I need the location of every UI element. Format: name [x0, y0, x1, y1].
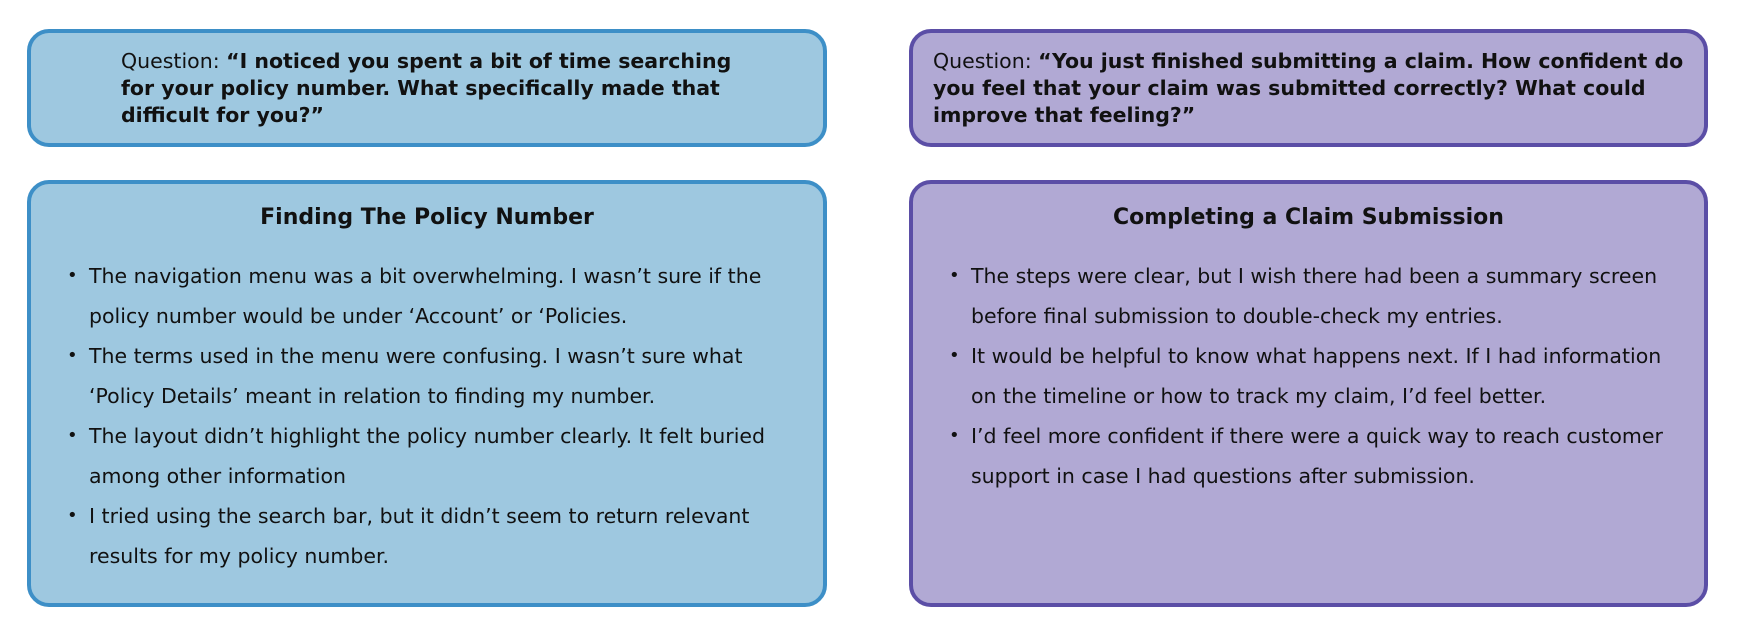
bullet-icon: •	[949, 425, 960, 446]
bullet-icon: •	[67, 265, 78, 286]
left-question-prefix: Question:	[121, 48, 227, 73]
left-question-quote: “I noticed you spent a bit of time searc…	[121, 48, 732, 127]
bullet-icon: •	[949, 265, 960, 286]
list-item: • The navigation menu was a bit overwhelm…	[67, 256, 807, 336]
list-item: • I’d feel more confident if there were a…	[949, 416, 1688, 496]
left-answer-title: Finding The Policy Number	[260, 205, 594, 230]
right-answer-title: Completing a Claim Submission	[1113, 205, 1504, 230]
bullet-text: It would be helpful to know what happens…	[971, 344, 1662, 408]
bullet-icon: •	[67, 505, 78, 526]
list-item: • The steps were clear, but I wish there …	[949, 256, 1688, 336]
bullet-text: The layout didn’t highlight the policy n…	[89, 424, 766, 488]
bullet-text: I tried using the search bar, but it did…	[89, 504, 750, 568]
list-item: • The layout didn’t highlight the policy …	[67, 416, 807, 496]
right-question-quote: “You just finished submitting a claim. H…	[933, 48, 1684, 127]
bullet-text: The steps were clear, but I wish there h…	[971, 264, 1658, 328]
left-question-text: Question: “I noticed you spent a bit of …	[121, 48, 733, 129]
list-item: • It would be helpful to know what happen…	[949, 336, 1688, 416]
bullet-text: The terms used in the menu were confusin…	[89, 344, 743, 408]
right-bullet-list: • The steps were clear, but I wish there …	[949, 256, 1688, 496]
right-question-text: Question: “You just finished submitting …	[933, 48, 1684, 129]
list-item: • I tried using the search bar, but it di…	[67, 496, 807, 576]
left-bullet-list: • The navigation menu was a bit overwhelm…	[67, 256, 807, 576]
bullet-icon: •	[949, 345, 960, 366]
right-question-prefix: Question:	[933, 48, 1039, 73]
right-answer-card: Completing a Claim Submission • The steps…	[909, 180, 1708, 607]
left-answer-card: Finding The Policy Number • The navigatio…	[27, 180, 827, 607]
left-question-card: Question: “I noticed you spent a bit of …	[27, 29, 827, 147]
right-question-card: Question: “You just finished submitting …	[909, 29, 1708, 147]
bullet-text: I’d feel more confident if there were a …	[971, 424, 1663, 488]
bullet-icon: •	[67, 425, 78, 446]
bullet-text: The navigation menu was a bit overwhelmi…	[89, 264, 762, 328]
bullet-icon: •	[67, 345, 78, 366]
list-item: • The terms used in the menu were confusi…	[67, 336, 807, 416]
